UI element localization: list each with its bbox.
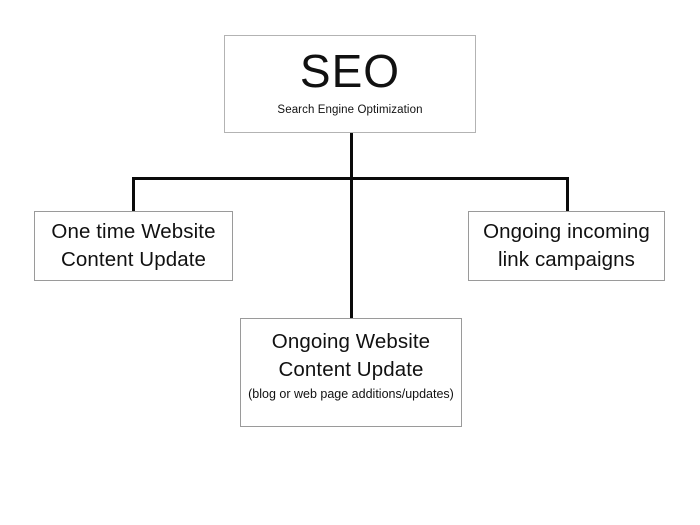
node-root-subtitle: Search Engine Optimization xyxy=(277,104,423,116)
connector-horizontal-bar xyxy=(132,177,569,180)
node-seo-root[interactable]: SEO Search Engine Optimization xyxy=(224,35,476,133)
node-right-line-2: link campaigns xyxy=(498,248,635,271)
node-root-title: SEO xyxy=(299,45,401,97)
node-right-line-1: Ongoing incoming xyxy=(483,220,650,243)
node-left-line-2: Content Update xyxy=(61,248,206,271)
node-bottom-line-2: Content Update xyxy=(278,358,424,381)
connector-root-vertical xyxy=(350,133,353,319)
connector-right-branch xyxy=(566,177,569,213)
node-ongoing-website-content-update[interactable]: Ongoing Website Content Update (blog or … xyxy=(240,318,462,427)
node-ongoing-incoming-link-campaigns[interactable]: Ongoing incoming link campaigns xyxy=(468,211,665,281)
node-left-line-1: One time Website xyxy=(51,220,216,243)
node-bottom-note: (blog or web page additions/updates) xyxy=(248,387,454,401)
connector-left-branch xyxy=(132,177,135,213)
node-bottom-line-1: Ongoing Website xyxy=(271,330,431,353)
node-one-time-website-content-update[interactable]: One time Website Content Update xyxy=(34,211,233,281)
